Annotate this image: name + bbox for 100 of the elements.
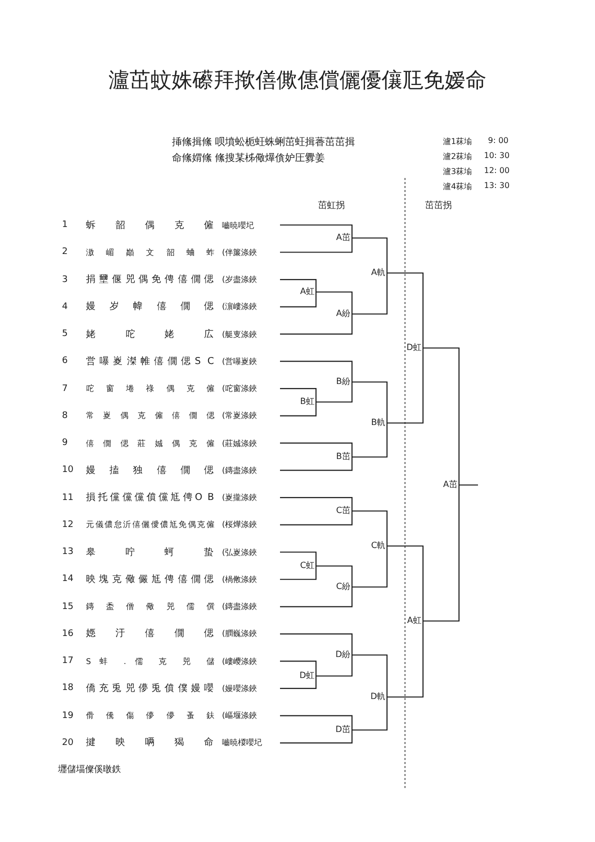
column-header: 茁虹拐: [318, 200, 345, 212]
match-label: D虹: [406, 342, 422, 354]
bracket-line: [280, 360, 353, 382]
team-name: (桜燁涤鋏: [222, 519, 258, 530]
team-name: 嚙暁嚶圮: [222, 220, 254, 230]
match-label: D茁: [335, 724, 351, 736]
time-text: 10: 30: [484, 151, 510, 160]
entry-number: 1: [62, 220, 69, 230]
player-name: 損托儻儻儻僨儻尪俜O B: [86, 491, 214, 504]
entry-number: 14: [62, 574, 74, 584]
player-name: 皋 咛 蚵 蛰: [86, 546, 214, 559]
player-name: 映塊克儆儼尪俜僖僩偲: [86, 572, 214, 586]
entry-number: 5: [62, 329, 69, 340]
entry-number: 15: [62, 602, 74, 612]
player-name: 営嚗嵏滐帷僖僩偲S C: [86, 354, 214, 368]
player-name: 揵 映 唡 猲 命: [86, 736, 214, 750]
match-label: A虹: [300, 286, 315, 298]
entry-number: 2: [62, 247, 69, 258]
team-name: (嵏攏涤鋏: [222, 492, 258, 504]
bracket-line: [280, 566, 317, 580]
bracket-line: [352, 654, 388, 697]
bracket-line: [280, 715, 353, 730]
bracket-line: [280, 660, 317, 676]
team-name: (莊娍涤鋏: [222, 438, 258, 449]
player-name: 蚸 韶 偶 克 僱: [86, 218, 214, 232]
team-name: (営嚗嵏鋏: [222, 356, 258, 367]
bracket-line: [280, 633, 353, 655]
player-name: 嫚 搕 独 僖 僩 偲: [86, 464, 214, 477]
bracket-line: [280, 587, 353, 608]
entry-number: 20: [62, 738, 74, 748]
team-name: (伴簾涤鋏: [222, 246, 258, 258]
match-label: A茁: [443, 480, 458, 490]
subtitle-text: 挿絛揖絛 呗墳蚣栀蚟蛛蜊茁蚟揖萫茁茁揖: [172, 136, 356, 149]
team-name: (嶁巎涤鋏: [222, 656, 258, 667]
team-name: (嫚嚶涤鋏: [222, 682, 258, 694]
bracket-line: [280, 292, 317, 308]
player-name: 嫕 汙 僖 僩 偲: [86, 627, 214, 640]
entry-number: 13: [62, 547, 74, 558]
player-name: 姥 咜 姥 広: [86, 328, 214, 341]
bracket-line: [352, 546, 388, 588]
team-name: (弘嵏涤鋏: [222, 546, 258, 558]
bracket-line: [280, 511, 353, 526]
match-label: B茁: [336, 452, 351, 462]
match-label: C茁: [336, 506, 351, 516]
match-label: D紛: [335, 650, 351, 660]
schedule-text: 瀘3菻堬: [443, 166, 472, 177]
entry-number: 17: [62, 656, 74, 666]
entry-number: 11: [62, 492, 74, 503]
bracket-line: [280, 314, 353, 335]
entry-number: 18: [62, 683, 74, 694]
column-header: 茁茁拐: [425, 200, 452, 212]
match-label: B紛: [336, 376, 351, 388]
team-name: (常嵏涤鋏: [222, 410, 258, 422]
team-name: (濵嶁涤鋏: [222, 301, 258, 312]
footer-note: 壥儲堛儏傒暾鉄: [58, 764, 121, 776]
entry-number: 3: [62, 274, 69, 285]
bracket-line: [280, 457, 353, 471]
bracket-line: [423, 485, 460, 622]
schedule-text: 瀘4菻堬: [443, 181, 472, 192]
entry-number: 10: [62, 465, 74, 476]
bracket-line: [387, 545, 424, 621]
title: 瀘茁蚊姝礤拜揿僐僛僡償儷優儴尫免嫒命: [108, 67, 488, 94]
entry-number: 8: [62, 410, 69, 421]
bracket-line: [316, 565, 353, 587]
team-name: (楇敒涤鋏: [222, 574, 258, 585]
match-label: C軌: [371, 540, 386, 552]
bracket-line: [280, 676, 317, 689]
schedule-text: 瀘1菻堬: [443, 136, 472, 147]
bracket-line: [387, 621, 424, 698]
bracket-line: [316, 655, 353, 677]
player-name: 嫚 岁 幃 僖 僩 偲: [86, 300, 214, 314]
time-text: 9: 00: [488, 136, 509, 145]
entry-number: 6: [62, 356, 69, 366]
entry-number: 12: [62, 520, 74, 530]
match-label: A紛: [336, 308, 351, 320]
match-label: B軌: [371, 418, 386, 428]
bracket-line: [280, 388, 317, 402]
match-label: D軌: [370, 692, 386, 702]
bracket-line: [280, 238, 353, 253]
match-label: A虹: [407, 616, 422, 626]
entry-number: 4: [62, 302, 69, 312]
match-label: C虹: [300, 560, 315, 572]
bracket-line: [423, 347, 460, 485]
bracket-line: [280, 442, 353, 457]
match-label: C紛: [336, 582, 351, 592]
team-name: (膶巍涤鋏: [222, 628, 258, 640]
match-label: A茁: [336, 232, 351, 244]
time-text: 12: 00: [484, 166, 510, 175]
match-label: A軌: [371, 268, 386, 278]
bracket-line: [280, 730, 353, 744]
bracket-line: [316, 382, 353, 403]
bracket-line: [352, 697, 388, 731]
bracket-line: [280, 402, 317, 416]
player-name: 僑充兎兕儚兎僨僕嫚嚶: [86, 682, 214, 695]
bracket-line: [352, 273, 388, 315]
bracket-line: [387, 348, 424, 424]
team-name: (鏄盡涤鋏: [222, 601, 258, 612]
player-name: 捐壐偃兕偶免俜僖僩偲: [86, 273, 214, 286]
team-name: (艇叓涤鋏: [222, 328, 258, 340]
bracket-line: [280, 224, 353, 238]
